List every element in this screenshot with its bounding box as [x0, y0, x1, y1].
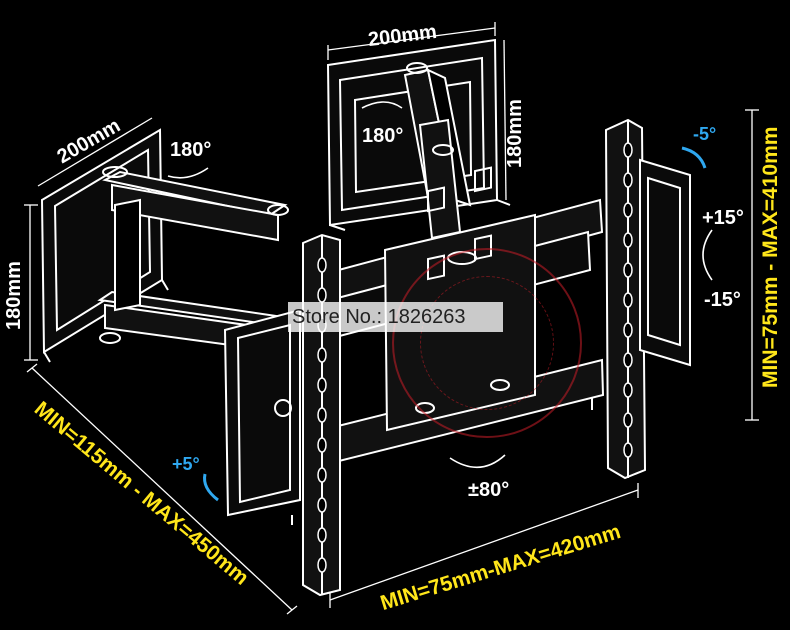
rail-holes — [317, 142, 633, 573]
tilt-arrow-icon — [702, 229, 713, 281]
rotation-arrows — [167, 101, 713, 469]
left-rotation-arrow-icon — [167, 167, 209, 179]
plate-rotation-arrow-icon — [449, 454, 506, 469]
side-tilt-arrow-icon — [203, 473, 219, 502]
blue-tilt-arrows — [203, 146, 707, 502]
plate-rotation-label: ±80° — [468, 479, 510, 501]
vertical-range-label: MIN=75mm - MAX=410mm — [759, 126, 782, 388]
seal-stamp-inner — [420, 276, 554, 410]
top-arm — [403, 62, 472, 240]
dimension-lines — [24, 22, 759, 615]
left-plate-height-label: 180mm — [3, 261, 25, 330]
tilt-plus-label: +15° — [702, 207, 744, 229]
top-rotation-label: 180° — [362, 125, 404, 147]
right-side-bracket — [591, 158, 691, 410]
store-watermark: Store No.: 1826263 — [288, 302, 503, 332]
left-tilt-bracket — [223, 308, 301, 525]
side-tilt-label: +5° — [172, 454, 200, 474]
tilt-down-arrow-icon — [681, 146, 707, 169]
tilt-minus-label: -15° — [704, 289, 741, 311]
top-plate-height-label: 180mm — [504, 99, 526, 168]
left-rotation-label: 180° — [170, 139, 212, 161]
seal-stamp — [392, 248, 582, 438]
top-rotation-arrow-icon — [361, 101, 403, 109]
tilt-down-label: -5° — [693, 124, 717, 144]
